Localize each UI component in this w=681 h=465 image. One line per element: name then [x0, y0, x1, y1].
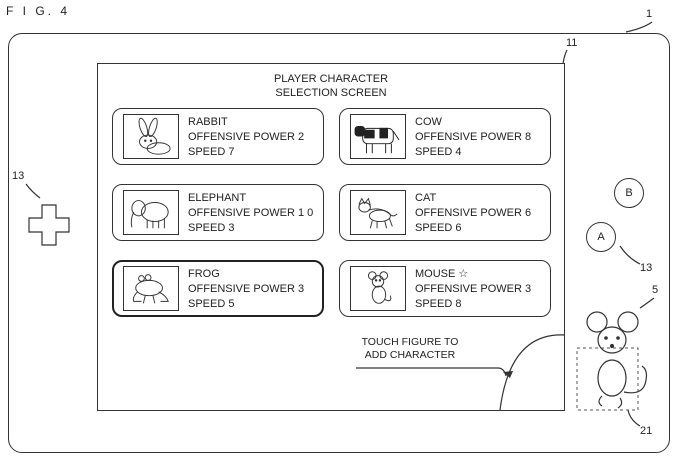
cow-icon	[350, 114, 406, 159]
touch-hint-line1: TOUCH FIGURE TO	[361, 336, 459, 348]
ref-device: 1	[646, 8, 653, 20]
game-device	[8, 33, 670, 453]
character-name: FROG	[188, 268, 220, 280]
screen-title-line1: PLAYER CHARACTER	[273, 73, 389, 85]
character-power: OFFENSIVE POWER 3	[188, 283, 305, 295]
frog-icon	[123, 266, 179, 311]
character-card-elephant[interactable]: ELEPHANT OFFENSIVE POWER 1 0 SPEED 3	[112, 184, 324, 241]
rabbit-icon	[123, 114, 179, 159]
ref-figure: 5	[652, 284, 659, 296]
elephant-icon	[123, 190, 179, 235]
character-power: OFFENSIVE POWER 2	[188, 131, 305, 143]
character-card-rabbit[interactable]: RABBIT OFFENSIVE POWER 2 SPEED 7	[112, 108, 324, 165]
b-button[interactable]: B	[614, 178, 644, 208]
character-name: COW	[415, 116, 442, 128]
character-name: CAT	[415, 192, 437, 204]
character-speed: SPEED 6	[415, 222, 462, 234]
character-card-cow[interactable]: COW OFFENSIVE POWER 8 SPEED 4	[339, 108, 551, 165]
character-card-cat[interactable]: CAT OFFENSIVE POWER 6 SPEED 6	[339, 184, 551, 241]
character-card-frog[interactable]: FROG OFFENSIVE POWER 3 SPEED 5	[112, 260, 324, 317]
character-speed: SPEED 3	[188, 222, 235, 234]
ref-buttons: 13	[640, 262, 653, 274]
screen-title: PLAYER CHARACTER SELECTION SCREEN	[97, 72, 565, 100]
character-power: OFFENSIVE POWER 1 0	[188, 207, 314, 219]
cat-icon	[350, 190, 406, 235]
character-speed: SPEED 8	[415, 298, 462, 310]
character-speed: SPEED 5	[188, 298, 235, 310]
ref-area: 21	[640, 425, 653, 437]
character-power: OFFENSIVE POWER 3	[415, 283, 532, 295]
character-speed: SPEED 7	[188, 146, 235, 158]
character-name: RABBIT	[188, 116, 228, 128]
character-power: OFFENSIVE POWER 8	[415, 131, 532, 143]
character-name: MOUSE ☆	[415, 268, 469, 280]
a-button[interactable]: A	[586, 222, 616, 252]
ref-dpad: 13	[12, 170, 25, 182]
ref-screen: 11	[566, 37, 578, 49]
character-power: OFFENSIVE POWER 6	[415, 207, 532, 219]
character-card-mouse[interactable]: MOUSE ☆ OFFENSIVE POWER 3 SPEED 8	[339, 260, 551, 317]
touch-hint: TOUCH FIGURE TO ADD CHARACTER	[330, 336, 490, 362]
figure-label: F I G. 4	[6, 4, 71, 18]
character-speed: SPEED 4	[415, 146, 462, 158]
screen-title-line2: SELECTION SCREEN	[275, 87, 387, 99]
mouse-icon	[350, 266, 406, 311]
touch-hint-line2: ADD CHARACTER	[364, 349, 456, 361]
leader-device	[625, 21, 653, 33]
touch-screen[interactable]	[97, 63, 565, 411]
character-name: ELEPHANT	[188, 192, 247, 204]
